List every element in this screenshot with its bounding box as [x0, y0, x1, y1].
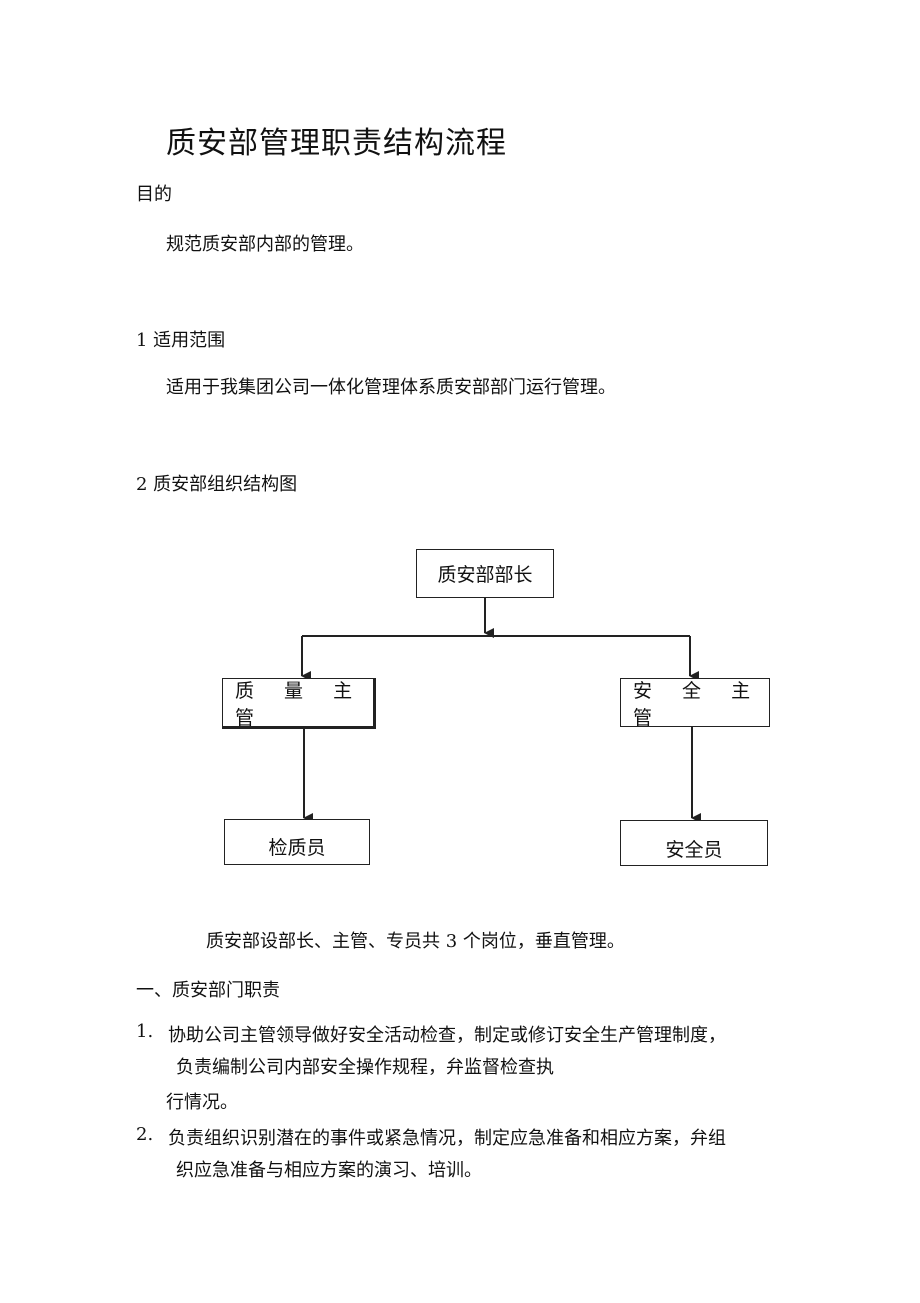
duty-2-number: 2. — [136, 1124, 154, 1145]
duty-1-line-2: 负责编制公司内部安全操作规程，弁监督检查执 — [176, 1057, 554, 1078]
org-box-inspector: 检质员 — [224, 819, 370, 865]
purpose-heading: 目的 — [136, 184, 172, 205]
org-box-safety-officer-label: 安全员 — [665, 839, 723, 861]
document-title: 质安部管理职责结构流程 — [166, 126, 507, 161]
duty-1-number: 1. — [136, 1021, 154, 1042]
org-box-quality-manager: 质 量 主 管 — [222, 678, 376, 729]
org-box-safety-manager: 安 全 主 管 — [620, 678, 770, 729]
org-box-director: 质安部部长 — [416, 549, 554, 598]
org-heading: 2 质安部组织结构图 — [136, 474, 298, 495]
duty-2-line-1: 负责组织识别潜在的事件或紧急情况，制定应急准备和相应方案，弁组 — [168, 1128, 726, 1149]
org-box-inspector-label: 检质员 — [268, 837, 326, 859]
org-box-quality-manager-label: 质 量 主 管 — [235, 679, 365, 729]
duties-heading: 一、质安部门职责 — [136, 980, 280, 1001]
org-box-director-label: 质安部部长 — [437, 564, 533, 586]
duty-1-line-3: 行情况。 — [166, 1092, 238, 1113]
org-box-safety-officer: 安全员 — [620, 820, 768, 866]
org-note: 质安部设部长、主管、专员共 3 个岗位，垂直管理。 — [206, 931, 625, 952]
org-box-safety-manager-label: 安 全 主 管 — [633, 679, 763, 729]
scope-heading: 1 适用范围 — [136, 330, 226, 351]
purpose-text: 规范质安部内部的管理。 — [166, 234, 364, 255]
duty-2-line-2: 织应急准备与相应方案的演习、培训。 — [176, 1160, 482, 1181]
scope-text: 适用于我集团公司一体化管理体系质安部部门运行管理。 — [166, 377, 616, 398]
duty-1-line-1: 协助公司主管领导做好安全活动检查，制定或修订安全生产管理制度， — [168, 1025, 726, 1046]
